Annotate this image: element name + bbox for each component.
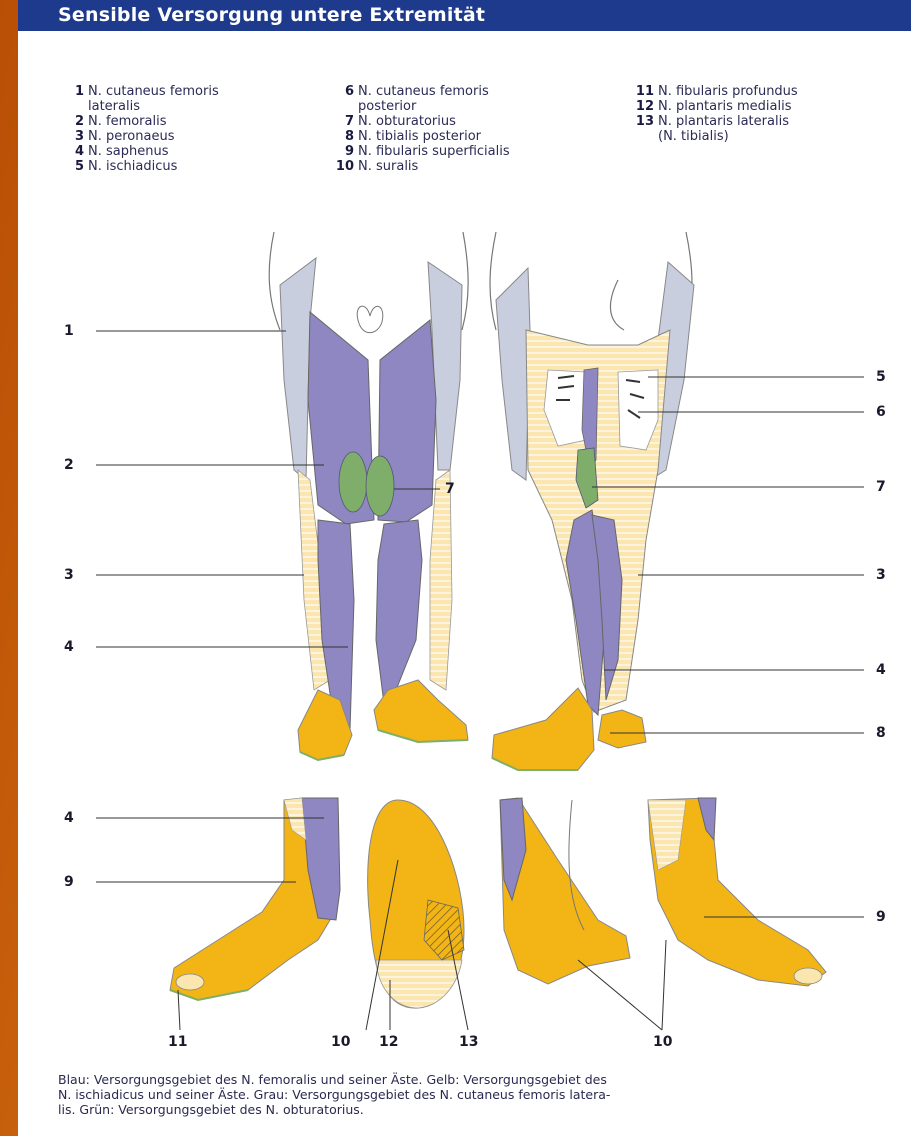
front-legs-view: [269, 232, 468, 760]
label-7-middle: 7: [445, 481, 455, 497]
label-3-left: 3: [64, 567, 74, 583]
caption-line-1: Blau: Versorgungsgebiet des N. femoralis…: [58, 1072, 898, 1087]
front-right-green-region: [366, 456, 394, 516]
label-9-left: 9: [64, 874, 74, 890]
back-left-grey-region: [496, 268, 530, 480]
label-11: 11: [168, 1034, 187, 1050]
label-8: 8: [876, 725, 886, 741]
label-13: 13: [459, 1034, 478, 1050]
back-left-foot: [492, 688, 594, 770]
label-4-foot: 4: [64, 810, 74, 826]
figure-caption: Blau: Versorgungsgebiet des N. femoralis…: [58, 1072, 898, 1117]
label-12: 12: [379, 1034, 398, 1050]
label-3-right: 3: [876, 567, 886, 583]
back-legs-view: [490, 232, 694, 770]
label-5: 5: [876, 369, 886, 385]
caption-line-2: N. ischiadicus und seiner Äste. Grau: Ve…: [58, 1087, 898, 1102]
back-right-foot: [598, 710, 646, 748]
label-7-right: 7: [876, 479, 886, 495]
label-6: 6: [876, 404, 886, 420]
front-left-green-region: [339, 452, 367, 512]
label-4-left: 4: [64, 639, 74, 655]
label-1: 1: [64, 323, 74, 339]
caption-line-3: lis. Grün: Versorgungsgebiet des N. obtu…: [58, 1102, 898, 1117]
foot-detail-views: [170, 798, 826, 1008]
label-2: 2: [64, 457, 74, 473]
label-4-right: 4: [876, 662, 886, 678]
leg-illustration: [18, 0, 911, 1136]
label-9-right: 9: [876, 909, 886, 925]
label-10-right: 10: [653, 1034, 672, 1050]
label-10-left: 10: [331, 1034, 350, 1050]
